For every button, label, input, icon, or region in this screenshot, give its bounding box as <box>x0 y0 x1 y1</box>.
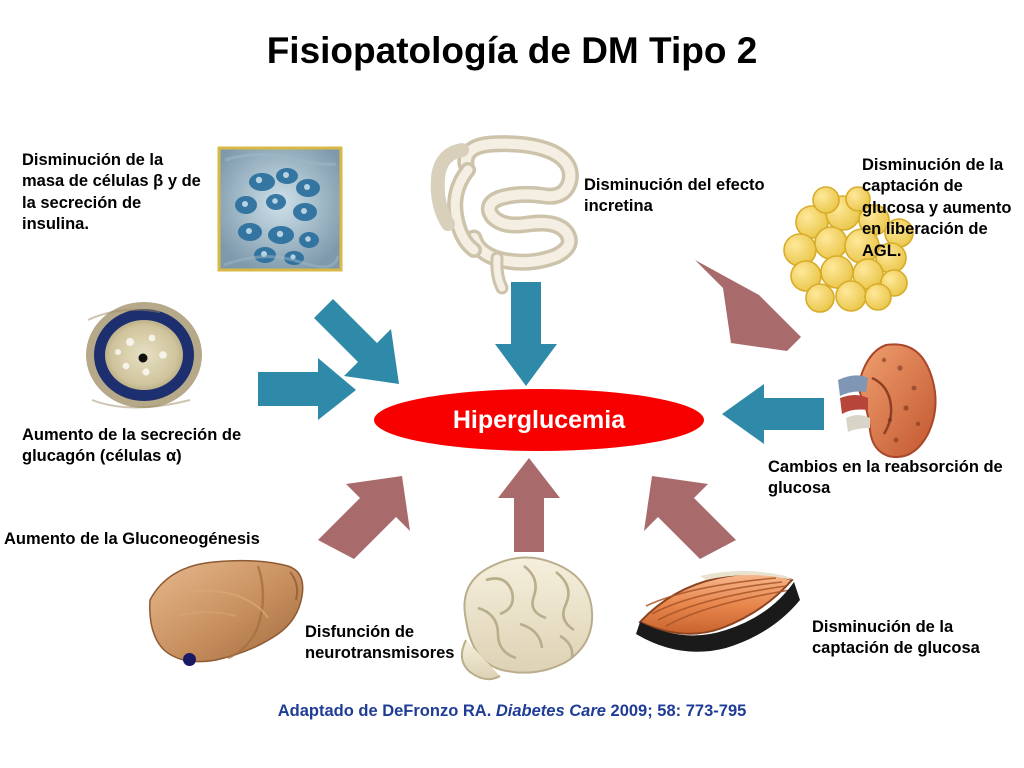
label-incretin: Disminución del efecto incretina <box>584 176 765 216</box>
intestine-image <box>430 135 579 295</box>
arrow-glucagon <box>258 358 356 420</box>
arrow-muscle <box>644 476 736 559</box>
caption-journal: Diabetes Care <box>495 702 606 720</box>
bullet-dot <box>183 653 196 666</box>
arrow-beta-cells <box>314 299 399 384</box>
alpha-cell-image <box>86 302 202 409</box>
caption-suffix: 2009; 58: 773-795 <box>605 702 747 720</box>
source-caption: Adaptado de DeFronzo RA. Diabetes Care 2… <box>0 702 1024 721</box>
kidney-image <box>838 343 937 458</box>
hiperglucemia-label: Hiperglucemia <box>452 405 626 434</box>
hiperglucemia-node: Hiperglucemia <box>374 389 704 451</box>
label-adipose: Disminución de la captación de glucosa y… <box>862 156 1012 260</box>
arrow-kidney <box>722 384 824 444</box>
arrow-brain <box>498 458 560 552</box>
label-brain: Disfunción de neurotransmisores <box>305 623 455 663</box>
arrow-incretin <box>495 282 557 386</box>
pancreatic-islet-image <box>217 146 343 272</box>
label-gluconeogenesis: Aumento de la Gluconeogénesis <box>4 530 260 548</box>
label-beta-cells: Disminución de la masa de células β y de… <box>22 151 201 234</box>
label-glucagon: Aumento de la secreción de glucagón (cél… <box>22 426 242 466</box>
muscle-image <box>636 571 800 652</box>
arrow-adipose <box>695 260 801 351</box>
label-muscle: Disminución de la captación de glucosa <box>812 618 980 658</box>
label-kidney: Cambios en la reabsorción de glucosa <box>768 458 1003 498</box>
page-title: Fisiopatología de DM Tipo 2 <box>266 30 758 71</box>
caption-prefix: Adaptado de DeFronzo RA. <box>277 702 496 720</box>
liver-image <box>149 559 304 663</box>
